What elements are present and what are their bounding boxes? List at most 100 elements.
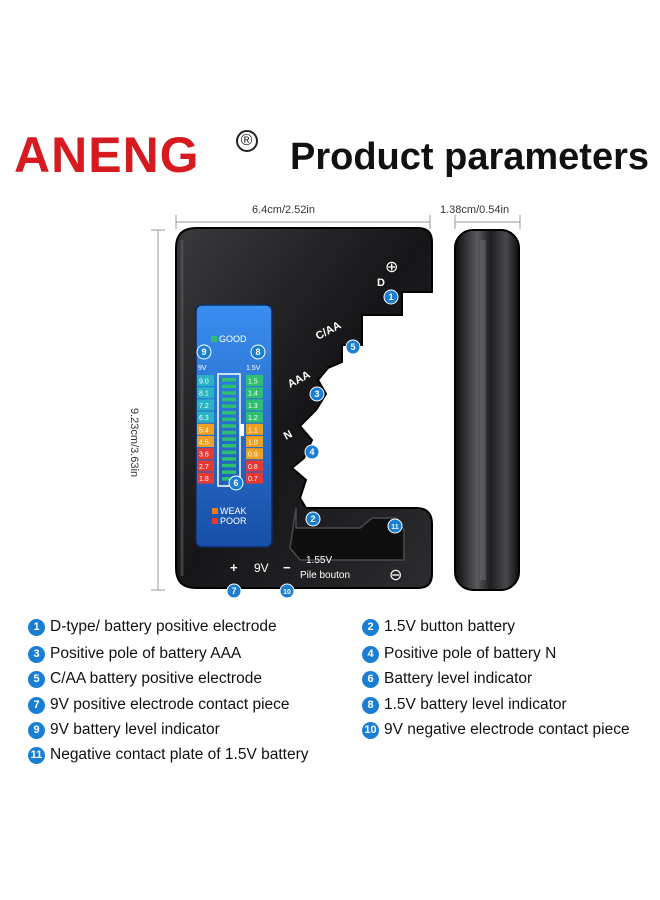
legend-text: 9V positive electrode contact piece [50, 696, 290, 713]
scale-15v-value: 1.4 [248, 391, 258, 398]
battery-level-bars [222, 378, 236, 481]
legend-item: 6 Battery level indicator [362, 670, 532, 688]
scale-9v-cell [197, 436, 214, 447]
callout-number: 5 [350, 342, 355, 352]
scale-15v-cell [246, 387, 263, 399]
scale-15v-value: 1.5 [248, 379, 258, 386]
good-label: GOOD [219, 334, 247, 344]
battery-level-display: GOOD 9V 1.5V 9.08.17.26.35.44.53.62.71.8… [195, 304, 273, 548]
battery-tester-illustration: D C/AA AAA N ⊕ ⊖ + 9V − 1.55V Pile bouto… [151, 215, 521, 599]
battery-bar [222, 457, 236, 461]
scale-15v-cell [246, 472, 263, 484]
callout-badge-5: 5 [345, 339, 361, 355]
legend-text: Negative contact plate of 1.5V battery [50, 746, 309, 763]
callout-badge-4: 4 [304, 444, 320, 460]
legend-item: 3 Positive pole of battery AAA [28, 645, 241, 663]
legend-item: 9 9V battery level indicator [28, 721, 220, 739]
battery-bar [222, 391, 236, 395]
battery-bar [222, 411, 236, 415]
legend-item: 7 9V positive electrode contact piece [28, 696, 290, 714]
legend-text: Positive pole of battery AAA [50, 645, 242, 662]
legend-number-badge: 2 [362, 618, 379, 636]
scale-15v-value: 0.8 [248, 464, 258, 471]
scale-15v-value: 1.3 [248, 403, 258, 410]
scale-9v-cell [197, 472, 214, 484]
scale-15v-cell [246, 460, 263, 472]
legend-text: 9V battery level indicator [50, 721, 220, 738]
scale-15v-cell [246, 423, 263, 435]
scale-15v-cell [246, 411, 263, 423]
callout-badge-2: 2 [305, 511, 321, 527]
callout-number: 7 [231, 586, 236, 596]
scale-15v-cell [246, 436, 263, 447]
scale-15v-value: 0.9 [248, 452, 258, 459]
logo-text: ANENG [14, 127, 200, 183]
scale-15v-cell [246, 448, 263, 460]
battery-bar [222, 397, 236, 402]
scale-9v-cell [197, 387, 214, 399]
legend-number-badge: 3 [28, 645, 45, 663]
legend-number-badge: 9 [28, 721, 45, 739]
scale-9v-value: 3.6 [199, 452, 209, 459]
battery-bar [222, 384, 236, 389]
scale-9v-cell [197, 375, 214, 386]
callout-badge-10: 10 [279, 583, 295, 599]
scale-9v-cell [197, 460, 214, 472]
battery-bar [222, 404, 236, 408]
callout-number: 10 [283, 589, 291, 596]
callout-number: 4 [309, 447, 314, 457]
callout-badge-3: 3 [309, 386, 325, 402]
slot-label-d: D [377, 277, 385, 289]
bottom-plus-label: + [230, 560, 238, 575]
col-9v-header: 9V [198, 365, 207, 372]
legend-text: D-type/ battery positive electrode [50, 618, 277, 635]
scale-15v-cell [246, 399, 263, 411]
legend-text: Battery level indicator [384, 670, 533, 687]
callout-badge-7: 7 [226, 583, 242, 599]
legend-text: C/AA battery positive electrode [50, 670, 262, 687]
battery-bar [222, 437, 236, 441]
scale-15v-value: 1.2 [248, 415, 258, 422]
dimension-lines [151, 215, 521, 591]
callout-number: 8 [255, 347, 260, 357]
scale-cells: 9.08.17.26.35.44.53.62.71.81.51.41.31.21… [197, 375, 263, 484]
scale-9v-value: 9.0 [199, 379, 209, 386]
legend-number-badge: 7 [28, 696, 45, 714]
legend-text: 9V negative electrode contact piece [384, 721, 630, 738]
device-side-view [454, 229, 520, 591]
scale-9v-cell [197, 411, 214, 423]
battery-bar [222, 444, 236, 448]
legend-text: 1.5V battery level indicator [384, 696, 567, 713]
battery-bar [222, 450, 236, 455]
battery-bar [222, 463, 236, 468]
scale-9v-value: 2.7 [199, 464, 209, 471]
callout-number: 6 [233, 478, 238, 488]
legend-number-badge: 6 [362, 670, 379, 688]
bottom-pile-label: Pile bouton [300, 570, 350, 581]
page-title: Product parameters [290, 136, 650, 178]
callout-number: 9 [201, 347, 206, 357]
legend-number-badge: 1 [28, 618, 45, 636]
scale-9v-value: 6.3 [199, 415, 209, 422]
scale-9v-value: 4.5 [199, 440, 209, 447]
callout-number: 2 [310, 514, 315, 524]
legend-item: 1 D-type/ battery positive electrode [28, 618, 277, 636]
callout-badge-9: 9 [196, 344, 212, 360]
callout-badge-8: 8 [250, 344, 266, 360]
scale-9v-value: 1.8 [199, 476, 209, 483]
callout-number: 3 [314, 389, 319, 399]
width-dimension-label: 6.4cm/2.52in [252, 204, 315, 216]
scale-15v-cell [246, 375, 263, 386]
bottom-minus-label: − [283, 560, 291, 575]
registered-mark: ® [236, 130, 258, 152]
scale-9v-cell [197, 448, 214, 460]
scale-15v-value: 0.7 [248, 476, 258, 483]
scale-15v-value: 1.0 [248, 440, 258, 447]
poor-label: POOR [220, 516, 247, 526]
